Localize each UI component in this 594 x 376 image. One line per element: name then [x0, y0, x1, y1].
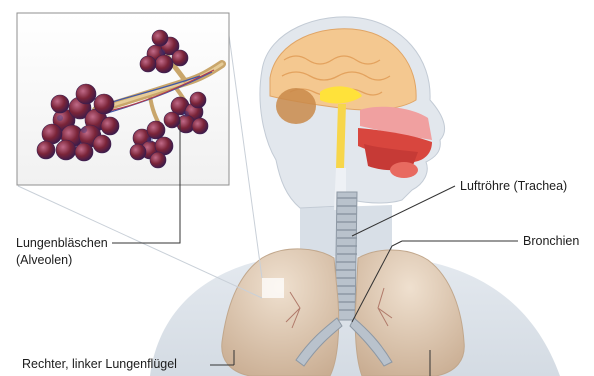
label-trachea: Luftröhre (Trachea) — [460, 178, 567, 195]
label-alveoli: Lungenbläschen (Alveolen) — [16, 235, 108, 269]
alveoli-inset — [17, 13, 229, 185]
head-cross-section — [260, 17, 445, 210]
label-bronchi: Bronchien — [523, 233, 579, 250]
label-lungs: Rechter, linker Lungenflügel — [22, 356, 177, 373]
label-alveoli-line1: Lungenbläschen — [16, 235, 108, 252]
label-alveoli-line2: (Alveolen) — [16, 252, 108, 269]
alveoli-highlight-box — [262, 278, 284, 298]
